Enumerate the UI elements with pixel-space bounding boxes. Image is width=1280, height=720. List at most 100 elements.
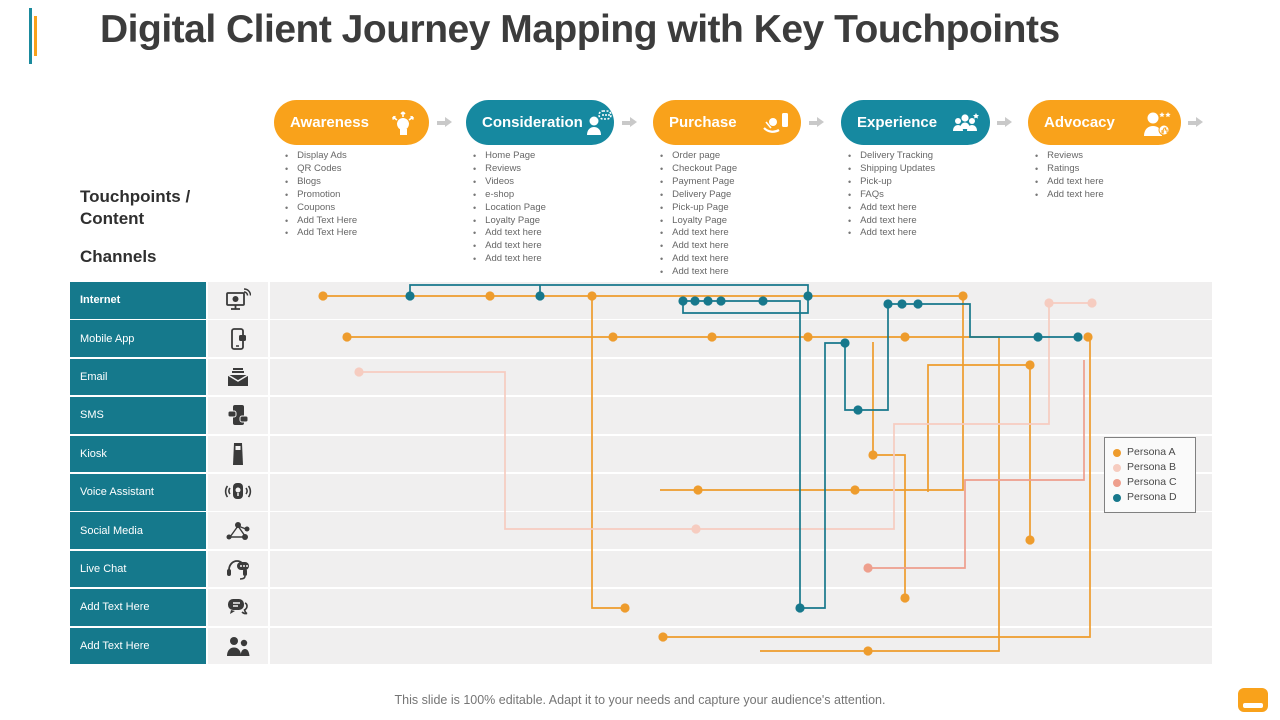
touchpoint-item-label: Pick-up (860, 175, 892, 187)
touchpoint-item: •Videos (473, 176, 643, 189)
touchpoint-item: • Order page (660, 150, 830, 163)
touchpoint-item-label: Add text here (485, 253, 542, 265)
touchpoint-item-label: e-shop (485, 188, 515, 200)
stage-list-purchase: • Order page •Checkout Page•Payment Page•D… (660, 150, 830, 279)
bullet-icon: • (285, 189, 289, 200)
touchpoint-item: •Add text here (473, 240, 643, 253)
stage-pill-purchase: Purchase (653, 100, 801, 145)
legend-dot-icon (1113, 448, 1121, 457)
share-network-icon (208, 512, 268, 549)
touchpoint-item: •Pick-up Page (660, 202, 830, 215)
channel-label-internet: Internet (70, 282, 206, 319)
legend-label: Persona A (1127, 446, 1176, 458)
touchpoint-item: •Add text here (848, 227, 1018, 240)
touchpoint-item: •Delivery Page (660, 189, 830, 202)
touchpoint-item: •FAQs (848, 189, 1018, 202)
channel-label-voice-assistant: Voice Assistant (70, 474, 206, 511)
touchpoint-item: •Display Ads (285, 150, 455, 163)
person-like-icon (1141, 108, 1171, 138)
smartphone-icon (208, 320, 268, 357)
journey-row-band (270, 435, 1212, 473)
bullet-icon: • (473, 163, 477, 174)
touchpoint-item: •Coupons (285, 202, 455, 215)
touchpoint-item-label: Home Page (485, 150, 536, 161)
bullet-icon: • (848, 151, 852, 161)
page-title: Digital Client Journey Mapping with Key … (100, 8, 1060, 51)
slide-corner-logo-icon (1238, 688, 1268, 712)
touchpoint-item-label: Reviews (1047, 150, 1084, 161)
touchpoints-content-label: Touchpoints / Content (80, 187, 191, 229)
touchpoint-item-label: Add text here (1047, 175, 1104, 187)
bullet-icon: • (660, 267, 664, 278)
touchpoint-item: •Blogs (285, 176, 455, 189)
journey-row-band (270, 474, 1212, 511)
touchpoint-item-label: Loyalty Page (672, 214, 728, 226)
edge-accent-bar-teal (29, 8, 32, 64)
legend-label: Persona B (1127, 461, 1177, 473)
bullet-icon: • (1035, 189, 1039, 200)
bullet-icon: • (1035, 176, 1039, 187)
touchpoint-item: •Add Text Here (285, 227, 455, 240)
touchpoint-item-label: Add text here (485, 227, 542, 239)
stage-arrow-icon (1188, 117, 1203, 128)
bullet-icon: • (473, 189, 477, 200)
touchpoint-item: • Home Page (473, 150, 643, 163)
touchpoint-item-label: Order page (672, 150, 721, 161)
channel-label-add-text-here: Add Text Here (70, 627, 206, 665)
bullet-icon: • (660, 163, 664, 174)
touchpoint-item-label: Display Ads (297, 150, 347, 161)
touchpoint-item: •Location Page (473, 202, 643, 215)
stage-arrow-icon (437, 117, 452, 128)
touchpoint-item: •Ratings (1035, 163, 1205, 176)
stage-list-advocacy: •Reviews•Ratings•Add text here•Add text … (1035, 150, 1205, 202)
bullet-icon: • (660, 176, 664, 187)
edge-accent-bar-orange (34, 16, 37, 56)
legend-label: Persona C (1127, 476, 1177, 488)
channels-label: Channels (80, 247, 157, 266)
bullet-icon: • (848, 163, 852, 174)
bullet-icon: • (473, 215, 477, 226)
touchpoint-item-label: Ratings (1047, 162, 1080, 174)
touchpoint-item-label: Add text here (672, 227, 729, 239)
stage-pill-consideration: Consideration (466, 100, 614, 145)
touchpoint-item: •Add text here (848, 202, 1018, 215)
bullet-icon: • (660, 189, 664, 200)
journey-row-band (270, 397, 1212, 434)
touchpoint-item-label: Add text here (1047, 188, 1104, 200)
touchpoint-item: • Add text here (848, 215, 1018, 228)
kiosk-icon (208, 435, 268, 473)
touchpoint-item: •Add text here (660, 227, 830, 240)
touchpoint-item: •Payment Page (660, 176, 830, 189)
touchpoint-item: •Pick-up (848, 176, 1018, 189)
bullet-icon: • (473, 228, 477, 239)
touchpoint-item: • Shipping Updates (848, 163, 1018, 176)
envelope-icon (208, 358, 268, 396)
channel-label-email: Email (70, 358, 206, 396)
bullet-icon: • (660, 151, 664, 161)
legend-entry: Persona A (1113, 445, 1187, 460)
bullet-icon: • (660, 202, 664, 213)
legend-dot-icon (1113, 478, 1121, 487)
stage-pill-awareness: Awareness (274, 100, 429, 145)
sms-icon (208, 397, 268, 434)
legend-entry: Persona B (1113, 460, 1187, 475)
journey-row-band (270, 627, 1212, 665)
touchpoint-item-label: Delivery Tracking (860, 150, 934, 161)
stage-list-experience: •Delivery Tracking•Shipping Updates•Pick… (848, 150, 1018, 240)
touchpoint-item-label: Add text here (860, 214, 917, 226)
bullet-icon: • (848, 189, 852, 200)
touchpoint-item: •Checkout Page (660, 163, 830, 176)
stage-arrow-icon (997, 117, 1012, 128)
channel-label-kiosk: Kiosk (70, 435, 206, 473)
legend-entry: Persona C (1113, 475, 1187, 490)
touchpoint-item-label: Shipping Updates (860, 162, 936, 174)
headset-chat-icon (208, 550, 268, 588)
stage-pill-experience: Experience (841, 100, 990, 145)
bullet-icon: • (848, 215, 852, 226)
legend-dot-icon (1113, 463, 1121, 472)
bullet-icon: • (473, 151, 477, 161)
touchpoint-item: • Reviews (473, 163, 643, 176)
touchpoint-item-label: Reviews (485, 162, 522, 174)
bullet-icon: • (473, 254, 477, 265)
stage-pill-label: Consideration (482, 114, 583, 131)
